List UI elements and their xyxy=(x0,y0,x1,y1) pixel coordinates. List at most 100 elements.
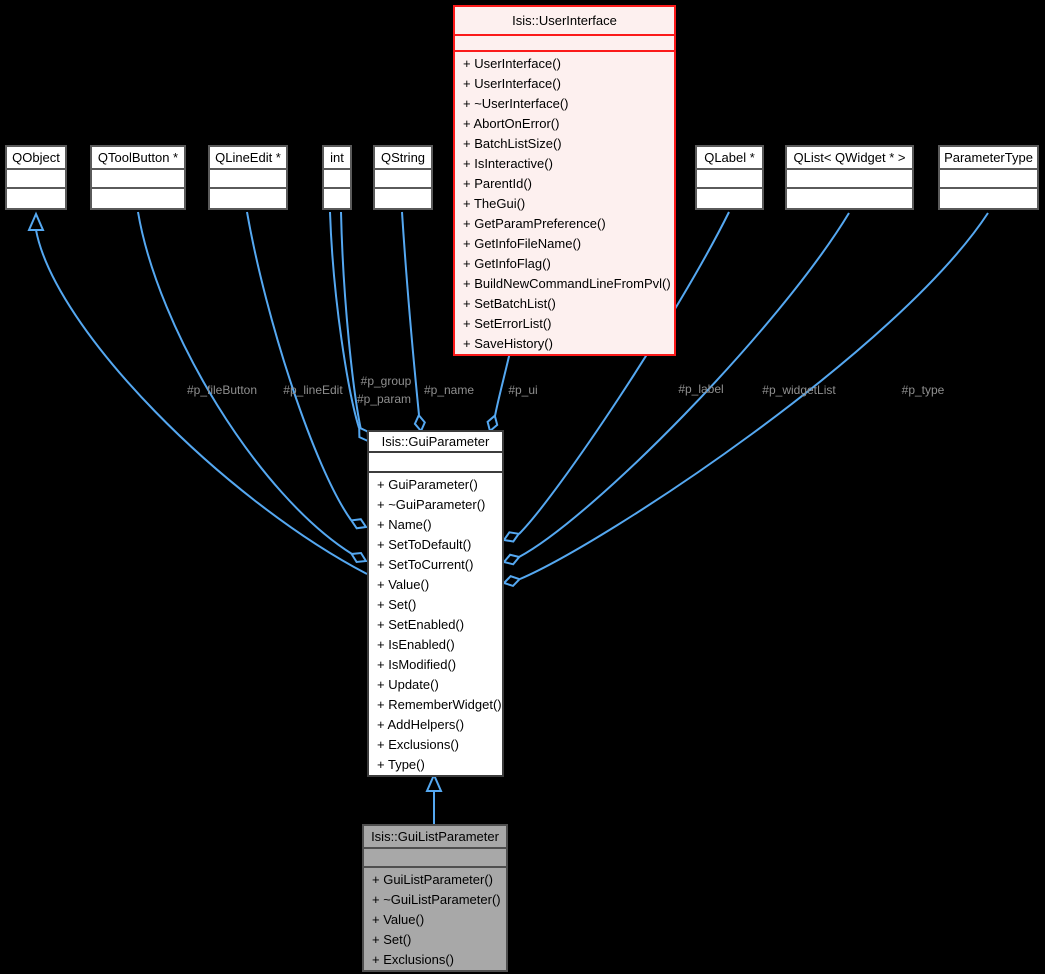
edge-label-p-group: #p_group xyxy=(360,374,412,388)
aggregation-diamond-icon xyxy=(502,531,521,543)
class-title: QToolButton * xyxy=(92,147,184,170)
aggregation-diamond-icon xyxy=(349,518,368,530)
class-box-int: int xyxy=(322,145,352,210)
edge-label-p-ui: #p_ui xyxy=(508,383,538,397)
method-row: + Exclusions() xyxy=(372,952,454,967)
method-row: + Value() xyxy=(377,577,430,592)
method-row: + RememberWidget() xyxy=(377,697,502,712)
method-row: + IsEnabled() xyxy=(377,637,455,652)
edge-inherit-qobject xyxy=(35,229,368,575)
attributes-compartment xyxy=(92,170,184,189)
method-row: + ~GuiParameter() xyxy=(377,497,486,512)
edge-p-name xyxy=(401,211,420,416)
method-row: + ParentId() xyxy=(463,176,533,191)
attributes-compartment xyxy=(369,453,502,473)
edge-p-ui xyxy=(494,351,511,417)
edge-p-lineedit xyxy=(246,211,352,521)
method-row: + UserInterface() xyxy=(463,56,561,71)
class-title: ParameterType xyxy=(940,147,1037,170)
edge-p-label xyxy=(518,211,730,535)
class-title: QObject xyxy=(7,147,65,170)
class-box-qobject: QObject xyxy=(5,145,67,210)
edge-label-p-label: #p_label xyxy=(678,382,724,396)
attributes-compartment xyxy=(324,170,350,189)
attributes-compartment xyxy=(455,36,674,52)
methods-compartment: + UserInterface() + UserInterface() + ~Use… xyxy=(455,52,674,354)
attributes-compartment xyxy=(210,170,286,189)
attributes-compartment xyxy=(7,170,65,189)
method-row: + SetToCurrent() xyxy=(377,557,474,572)
method-row: + GetParamPreference() xyxy=(463,216,606,231)
method-row: + GetInfoFlag() xyxy=(463,256,551,271)
method-row: + SetEnabled() xyxy=(377,617,465,632)
method-row: + Name() xyxy=(377,517,432,532)
method-row: + SetBatchList() xyxy=(463,296,556,311)
method-row: + Set() xyxy=(377,597,417,612)
attributes-compartment xyxy=(940,170,1037,189)
method-row: + SaveHistory() xyxy=(463,336,553,351)
aggregation-diamond-icon xyxy=(486,413,499,433)
class-title: QString xyxy=(375,147,431,170)
method-row: + Value() xyxy=(372,912,425,927)
edge-label-p-param: #p_param xyxy=(356,392,412,406)
method-row: + IsInteractive() xyxy=(463,156,553,171)
method-row: + Update() xyxy=(377,677,439,692)
class-title: QLineEdit * xyxy=(210,147,286,170)
attributes-compartment xyxy=(787,170,912,189)
methods-compartment xyxy=(92,189,184,208)
edge-label-p-type: #p_type xyxy=(901,383,945,397)
class-box-guilistparameter[interactable]: Isis::GuiListParameter + GuiListParamete… xyxy=(362,824,508,972)
class-box-parametertype: ParameterType xyxy=(938,145,1039,210)
methods-compartment: + GuiListParameter()+ ~GuiListParameter(… xyxy=(364,868,506,970)
class-title: Isis::UserInterface xyxy=(455,7,674,36)
edge-p-widgetlist xyxy=(518,212,850,558)
attributes-compartment xyxy=(364,849,506,868)
method-row: + Type() xyxy=(377,757,425,772)
inheritance-arrow-icon xyxy=(425,772,443,792)
attributes-compartment xyxy=(697,170,762,189)
class-box-qtoolbutton: QToolButton * xyxy=(90,145,186,210)
aggregation-diamond-icon xyxy=(502,553,521,566)
class-box-qlineedit: QLineEdit * xyxy=(208,145,288,210)
methods-compartment xyxy=(940,189,1037,208)
edge-p-group xyxy=(329,211,360,429)
methods-compartment xyxy=(324,189,350,208)
method-row: + SetToDefault() xyxy=(377,537,472,552)
methods-compartment xyxy=(7,189,65,208)
attributes-compartment xyxy=(375,170,431,189)
method-row: + GetInfoFileName() xyxy=(463,236,582,251)
class-title: Isis::GuiParameter xyxy=(369,432,502,453)
method-row: + IsModified() xyxy=(377,657,457,672)
class-title: QLabel * xyxy=(697,147,762,170)
method-row: + TheGui() xyxy=(463,196,526,211)
edge-label-p-lineedit: #p_lineEdit xyxy=(283,383,343,397)
class-box-guiparameter[interactable]: Isis::GuiParameter + GuiParameter()+ ~Gu… xyxy=(367,430,504,777)
method-row: + ~GuiListParameter() xyxy=(372,892,501,907)
edge-p-filebutton xyxy=(137,211,353,555)
method-row: + BuildNewCommandLineFromPvl() xyxy=(463,276,671,291)
method-row: + Exclusions() xyxy=(377,737,459,752)
edge-p-type xyxy=(519,212,989,580)
aggregation-diamond-icon xyxy=(349,551,368,564)
method-row: + ~UserInterface() xyxy=(463,96,569,111)
edge-label-p-name: #p_name xyxy=(423,383,475,397)
aggregation-diamond-icon xyxy=(502,575,522,588)
class-box-qlabel: QLabel * xyxy=(695,145,764,210)
methods-compartment: + GuiParameter()+ ~GuiParameter()+ Name(… xyxy=(369,473,502,775)
inheritance-arrow-icon xyxy=(27,211,45,231)
method-row: + Set() xyxy=(372,932,412,947)
method-row: + AbortOnError() xyxy=(463,116,560,131)
class-box-qlist-qwidget: QList< QWidget * > xyxy=(785,145,914,210)
method-row: + BatchListSize() xyxy=(463,136,562,151)
methods-compartment xyxy=(697,189,762,208)
method-row: + SetErrorList() xyxy=(463,316,552,331)
class-title: QList< QWidget * > xyxy=(787,147,912,170)
class-title: int xyxy=(324,147,350,170)
method-row: + UserInterface() xyxy=(463,76,561,91)
methods-compartment xyxy=(787,189,912,208)
methods-compartment xyxy=(210,189,286,208)
class-box-userinterface[interactable]: Isis::UserInterface + UserInterface()+ U… xyxy=(453,5,676,356)
edge-label-p-filebutton: #p_fileButton xyxy=(186,383,258,397)
